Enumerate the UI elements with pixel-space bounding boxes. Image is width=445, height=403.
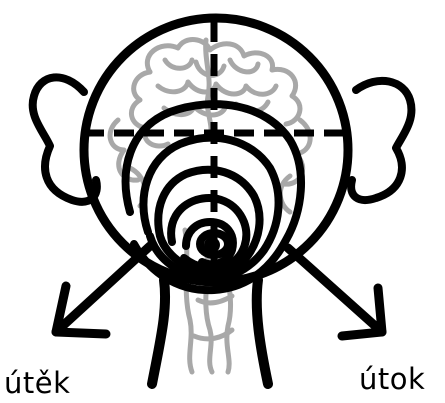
neck-left (152, 280, 165, 384)
arrow-flight (56, 246, 150, 334)
arrow-fight (288, 248, 382, 336)
right-ear (351, 81, 411, 200)
label-flight: útěk (4, 369, 70, 398)
label-fight: útok (359, 365, 425, 394)
neck-right (257, 280, 268, 384)
